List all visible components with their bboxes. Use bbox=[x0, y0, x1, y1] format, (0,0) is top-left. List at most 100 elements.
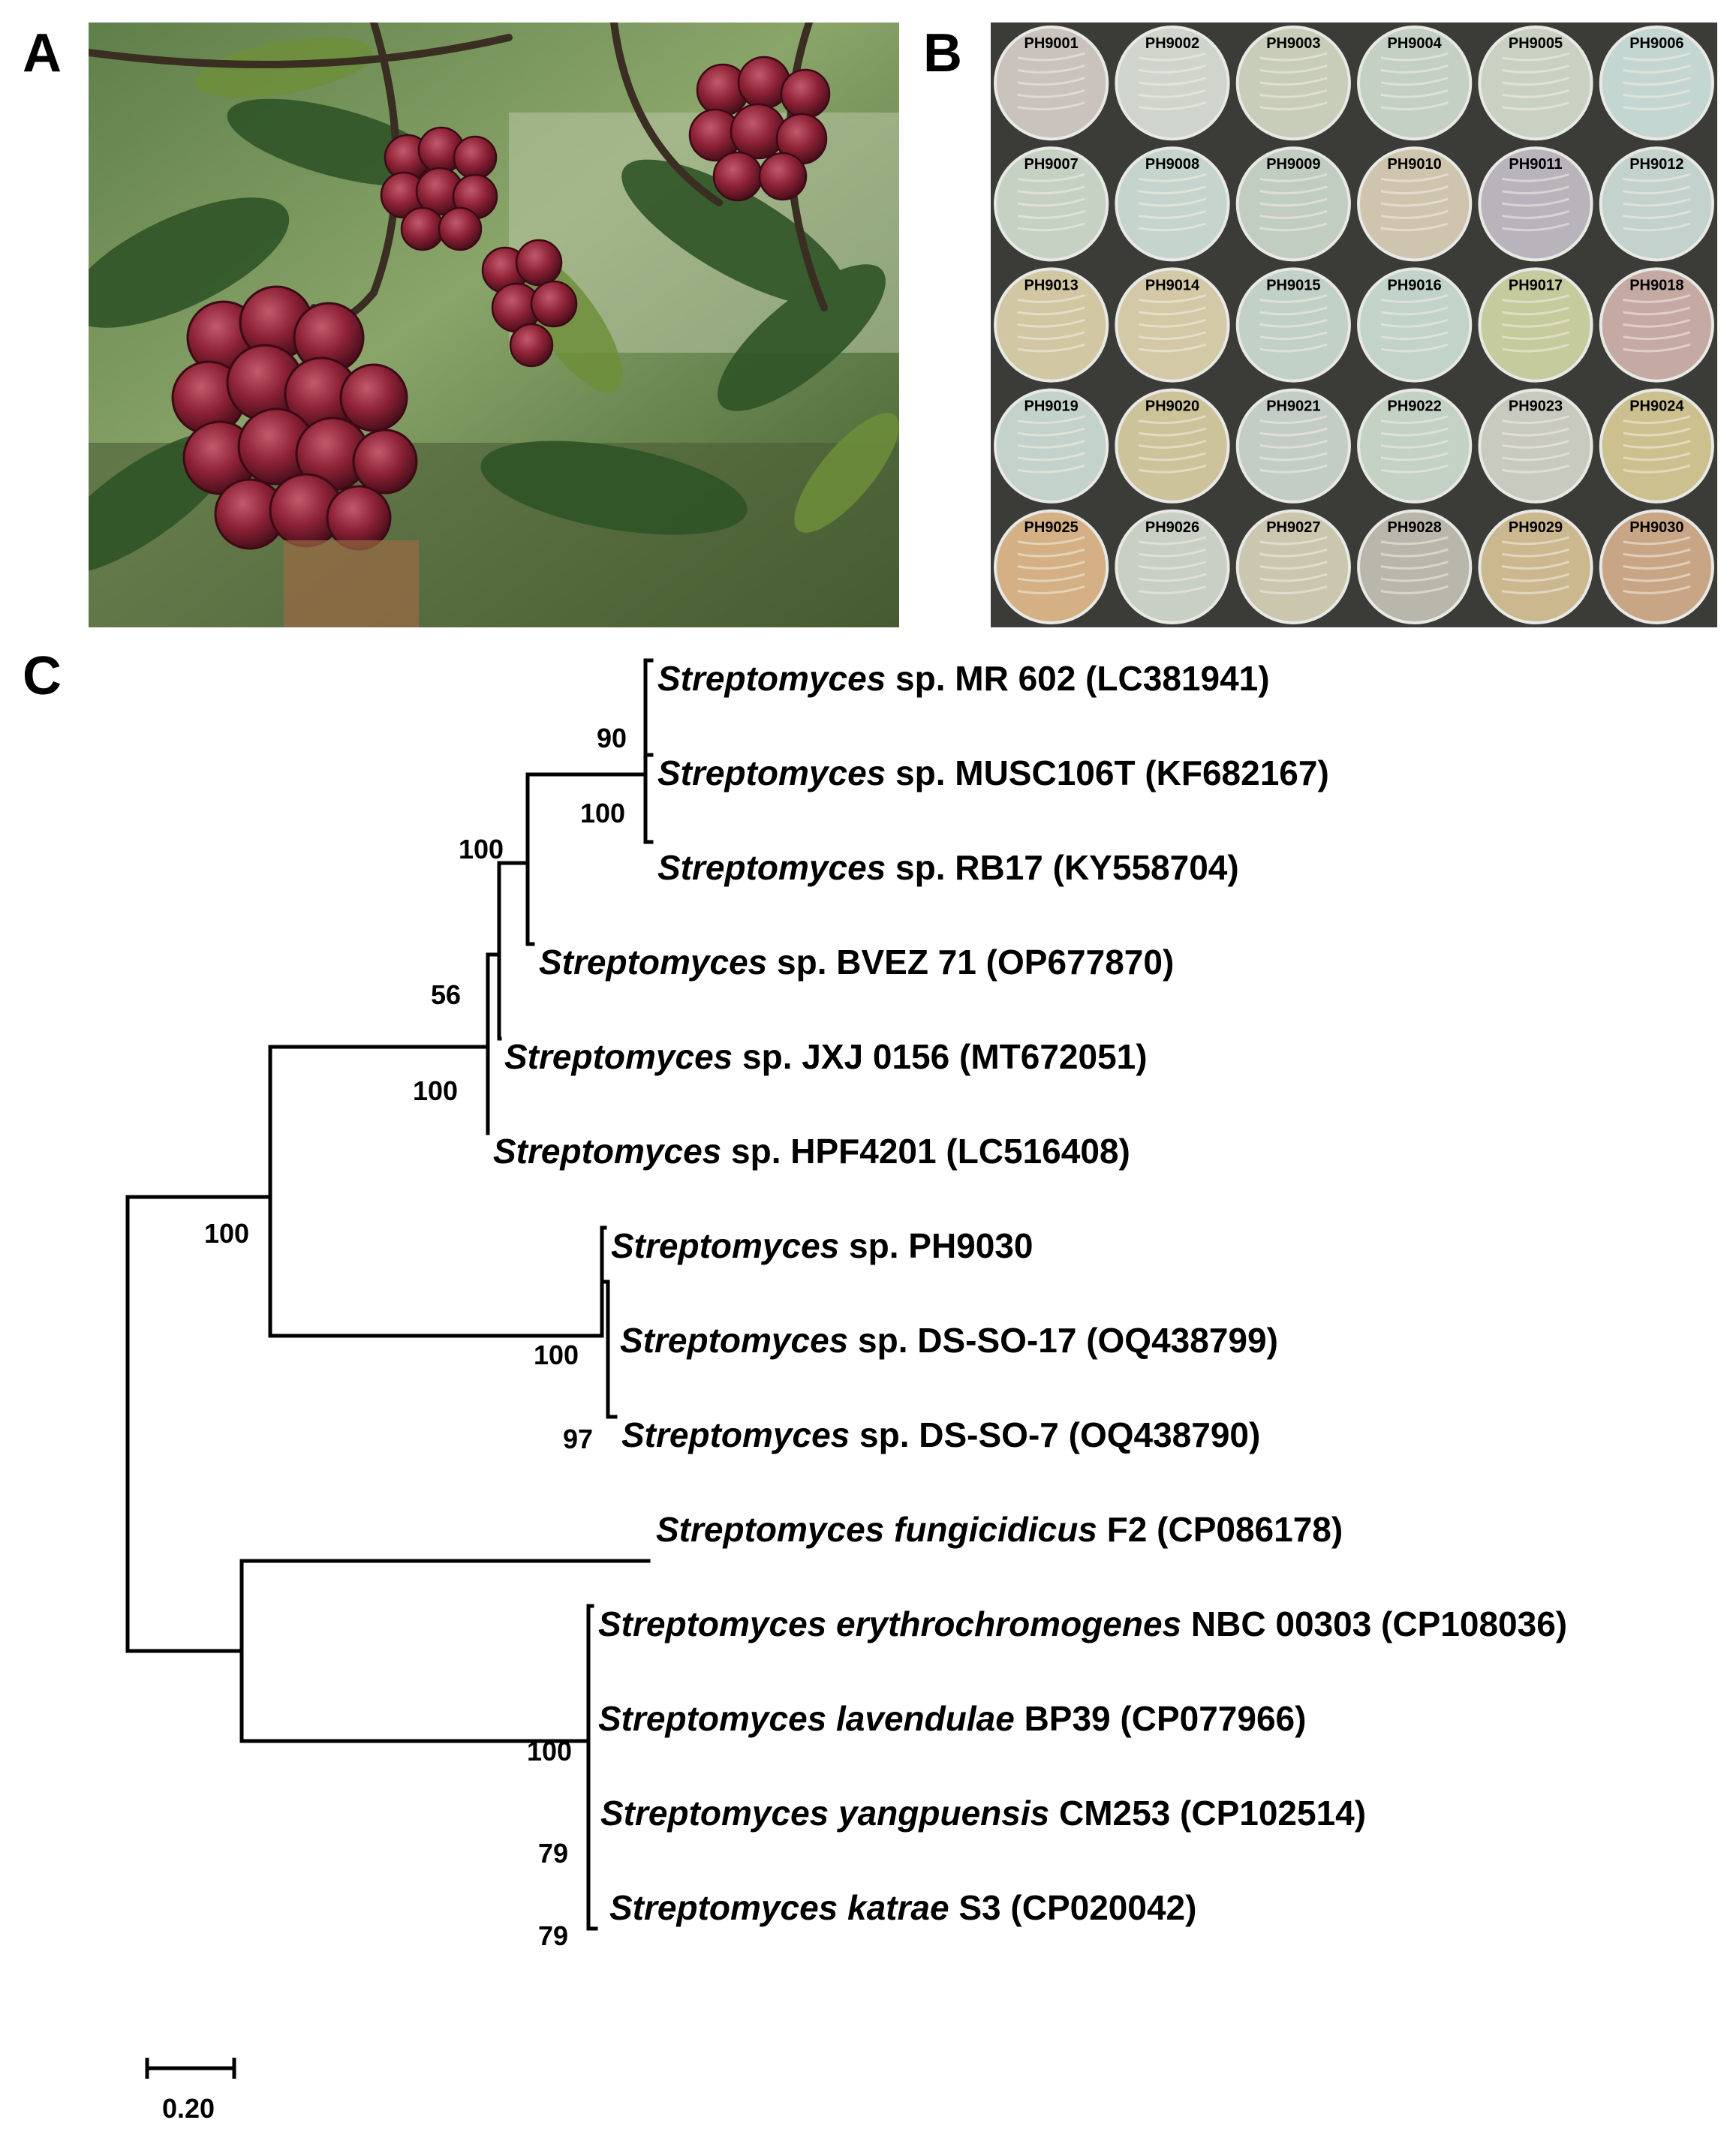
bootstrap-label-7: 100 bbox=[534, 1340, 579, 1370]
colony-streak bbox=[1017, 548, 1085, 558]
colony-streak bbox=[1017, 77, 1085, 86]
colony-streak bbox=[1501, 561, 1570, 570]
colony-streak bbox=[1623, 318, 1691, 328]
plate-label: PH9003 bbox=[1266, 35, 1320, 52]
colony-streak bbox=[1259, 548, 1328, 558]
colony-streak bbox=[1259, 210, 1328, 219]
bootstrap-label-2: 100 bbox=[580, 798, 625, 828]
colony-streak bbox=[1017, 52, 1085, 62]
colony-streak bbox=[1259, 440, 1328, 449]
colony-streak bbox=[1623, 306, 1691, 316]
plate-label: PH9024 bbox=[1629, 398, 1684, 415]
colony-streak bbox=[1017, 452, 1085, 462]
colony-streak bbox=[1138, 440, 1207, 449]
colony-streak bbox=[1017, 573, 1085, 582]
colony-streak bbox=[1501, 573, 1570, 582]
plate-label: PH9012 bbox=[1629, 156, 1683, 173]
colony-streak bbox=[1380, 89, 1449, 98]
bootstrap-label-4: 56 bbox=[431, 979, 461, 1010]
colony-streak bbox=[1259, 318, 1328, 328]
taxon-label-12: Streptomyces lavendulae BP39 (CP077966) bbox=[598, 1699, 1306, 1738]
colony-streak bbox=[1259, 415, 1328, 425]
plate-label: PH9014 bbox=[1145, 277, 1200, 293]
plate-label: PH9023 bbox=[1509, 398, 1563, 415]
colony-streak bbox=[1380, 585, 1449, 594]
plate-label: PH9009 bbox=[1266, 156, 1320, 173]
panel-label-a: A bbox=[23, 23, 62, 83]
colony-streak bbox=[1623, 440, 1691, 449]
colony-streak bbox=[1017, 415, 1085, 425]
colony-streak bbox=[1380, 536, 1449, 546]
taxon-label-9: Streptomyces sp. DS-SO-7 (OQ438790) bbox=[621, 1415, 1260, 1454]
plate-label: PH9007 bbox=[1024, 156, 1079, 173]
colony-streak bbox=[1138, 173, 1207, 182]
taxon-label-5: Streptomyces sp. JXJ 0156 (MT672051) bbox=[504, 1037, 1148, 1076]
colony-streak bbox=[1017, 210, 1085, 219]
colony-streak bbox=[1501, 464, 1570, 474]
colony-streak bbox=[1380, 197, 1449, 207]
colony-streak bbox=[1380, 440, 1449, 449]
colony-streak bbox=[1138, 293, 1207, 303]
colony-streak bbox=[1138, 573, 1207, 582]
colony-streak bbox=[1380, 452, 1449, 462]
taxon-label-2: Streptomyces sp. MUSC106T (KF682167) bbox=[657, 753, 1329, 792]
colony-streak bbox=[1623, 561, 1691, 570]
bootstrap-label-5: 100 bbox=[413, 1075, 458, 1106]
panel-label-c: C bbox=[23, 646, 62, 706]
colony-streak bbox=[1259, 293, 1328, 303]
plate-label: PH9020 bbox=[1145, 398, 1199, 415]
colony-streak bbox=[1017, 536, 1085, 546]
colony-streak bbox=[1623, 185, 1691, 195]
colony-streak bbox=[1380, 293, 1449, 303]
colony-streak bbox=[1017, 343, 1085, 353]
bootstrap-label-1: 90 bbox=[597, 723, 627, 753]
plate-label: PH9027 bbox=[1266, 519, 1320, 536]
colony-streak bbox=[1017, 306, 1085, 316]
colony-streak bbox=[1259, 65, 1328, 74]
colony-streak bbox=[1380, 343, 1449, 353]
colony-streak bbox=[1138, 452, 1207, 462]
taxon-label-14: Streptomyces katrae S3 (CP020042) bbox=[609, 1888, 1196, 1927]
colony-streak bbox=[1138, 331, 1207, 341]
scale-bar-label: 0.20 bbox=[162, 2093, 215, 2124]
colony-streak bbox=[1138, 197, 1207, 207]
taxon-label-1: Streptomyces sp. MR 602 (LC381941) bbox=[657, 659, 1270, 698]
panel-label-b: B bbox=[923, 23, 962, 83]
colony-streak bbox=[1259, 222, 1328, 232]
colony-streak bbox=[1138, 585, 1207, 594]
colony-streak bbox=[1623, 89, 1691, 98]
plate-label: PH9006 bbox=[1629, 35, 1683, 52]
plate-label: PH9025 bbox=[1024, 519, 1079, 536]
taxon-label-6: Streptomyces sp. HPF4201 (LC516408) bbox=[493, 1132, 1130, 1171]
colony-streak bbox=[1501, 415, 1570, 425]
colony-streak bbox=[1623, 343, 1691, 353]
colony-streak bbox=[1017, 197, 1085, 207]
bootstrap-label-6: 100 bbox=[204, 1218, 249, 1249]
colony-streak bbox=[1017, 101, 1085, 111]
bootstrap-label-8: 97 bbox=[563, 1424, 593, 1454]
plate-label: PH9013 bbox=[1024, 277, 1079, 293]
colony-streak bbox=[1501, 548, 1570, 558]
colony-streak bbox=[1259, 427, 1328, 437]
tree-branches bbox=[125, 658, 654, 1931]
colony-streak bbox=[1138, 210, 1207, 219]
phylogenetic-tree: Streptomyces sp. MR 602 (LC381941) Strep… bbox=[125, 658, 1567, 2124]
colony-streak bbox=[1501, 585, 1570, 594]
colony-streak bbox=[1380, 306, 1449, 316]
plate-label: PH9019 bbox=[1024, 398, 1079, 415]
plant-photo bbox=[89, 23, 899, 627]
colony-streak bbox=[1017, 222, 1085, 232]
colony-streak bbox=[1623, 427, 1691, 437]
colony-streak bbox=[1380, 222, 1449, 232]
colony-streak bbox=[1501, 318, 1570, 328]
plate-label: PH9017 bbox=[1509, 277, 1563, 293]
plate-label: PH9028 bbox=[1388, 519, 1442, 536]
colony-streak bbox=[1623, 173, 1691, 182]
plate-label: PH9021 bbox=[1266, 398, 1320, 415]
colony-streak bbox=[1017, 293, 1085, 303]
colony-streak bbox=[1380, 185, 1449, 195]
colony-streak bbox=[1380, 331, 1449, 341]
colony-streak bbox=[1501, 452, 1570, 462]
colony-streak bbox=[1501, 173, 1570, 182]
colony-streak bbox=[1501, 536, 1570, 546]
